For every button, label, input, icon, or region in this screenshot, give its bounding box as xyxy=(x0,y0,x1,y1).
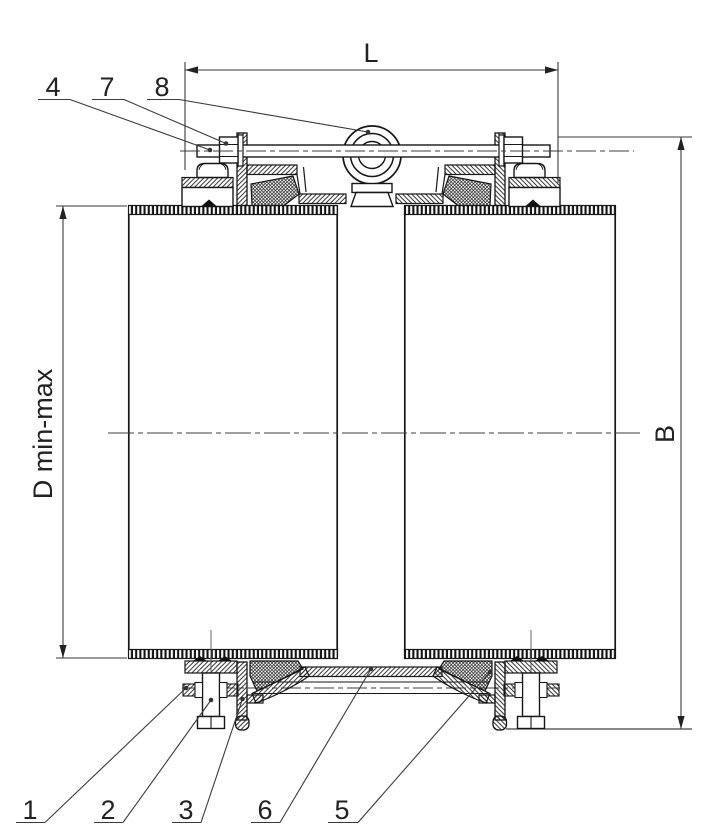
upper-closure-right xyxy=(395,132,561,208)
dimension-height-label: B xyxy=(650,425,680,443)
rod-nut-left xyxy=(218,134,244,167)
callout-1-label: 1 xyxy=(22,795,37,825)
callout-8-label: 8 xyxy=(154,72,169,102)
lifting-eye-ring xyxy=(342,125,402,208)
callout-3-label: 3 xyxy=(178,795,193,825)
callout-2-label: 2 xyxy=(100,795,115,825)
upper-closure-left xyxy=(181,132,347,208)
dimension-length xyxy=(184,62,559,183)
callout-leaders-bottom xyxy=(16,666,493,824)
pipe-right xyxy=(403,204,617,660)
callout-5-label: 5 xyxy=(334,795,349,825)
rod-nut-right xyxy=(498,134,524,167)
dimension-height xyxy=(558,136,692,729)
pipe-left xyxy=(127,204,339,660)
callout-4-label: 4 xyxy=(45,72,60,102)
callout-leaders-top xyxy=(38,98,371,153)
callout-7-label: 7 xyxy=(99,72,114,102)
dimension-diameter xyxy=(56,205,127,659)
lower-left-bolt-lug xyxy=(182,629,310,731)
dimension-length-label: L xyxy=(363,38,378,68)
callout-6-label: 6 xyxy=(257,795,272,825)
dimension-diameter-label: D min-max xyxy=(28,368,58,499)
